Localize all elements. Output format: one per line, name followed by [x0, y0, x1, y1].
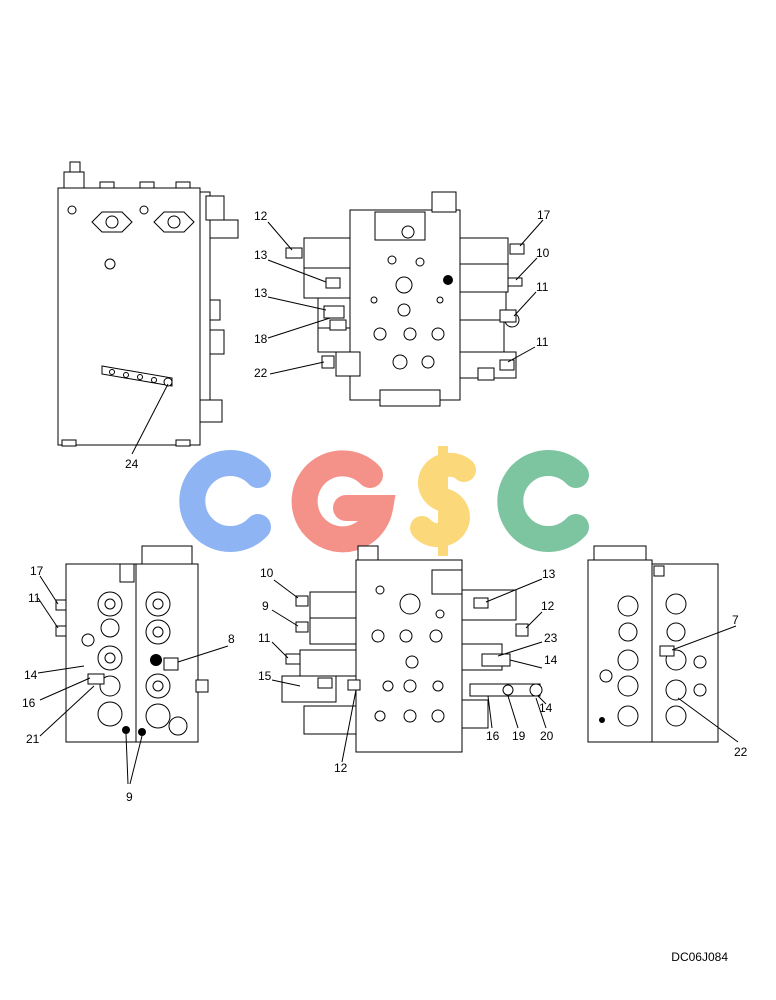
callout-19: 19	[512, 729, 526, 743]
callout-10: 10	[260, 566, 274, 580]
callout-20: 20	[540, 729, 554, 743]
callout-9: 9	[262, 599, 269, 613]
side-view: 24	[57, 161, 239, 471]
callout-13: 13	[254, 286, 268, 300]
bottom-view: 10 9 11 15 12 13 12 23 14 14 16 19 20	[258, 545, 558, 775]
callout-18: 18	[254, 332, 268, 346]
callout-22: 22	[734, 745, 748, 759]
callout-10: 10	[536, 246, 550, 260]
callout-22: 22	[254, 366, 268, 380]
callout-8: 8	[228, 632, 235, 646]
right-view: 7 22	[587, 545, 748, 759]
callout-12: 12	[334, 761, 348, 775]
callout-14: 14	[539, 701, 553, 715]
callout-13: 13	[542, 567, 556, 581]
callout-11: 11	[258, 631, 271, 645]
callout-24: 24	[125, 457, 139, 471]
callout-7: 7	[732, 613, 739, 627]
top-view: 12 13 13 18 22 17 10 11 11	[254, 191, 551, 407]
callout-16: 16	[486, 729, 500, 743]
watermark-letter-c	[497, 450, 589, 552]
callout-17: 17	[30, 564, 44, 578]
callout-15: 15	[258, 669, 272, 683]
callout-17: 17	[537, 208, 551, 222]
watermark-letter-c	[179, 450, 271, 552]
callout-13: 13	[254, 248, 268, 262]
callout-9: 9	[126, 790, 133, 804]
watermark	[179, 446, 589, 556]
callout-12: 12	[254, 209, 268, 223]
watermark-letter-g	[291, 450, 396, 553]
callout-23: 23	[544, 631, 558, 645]
callout-21: 21	[26, 732, 40, 746]
callout-16: 16	[22, 696, 36, 710]
callout-11: 11	[28, 591, 41, 605]
callout-14: 14	[544, 653, 558, 667]
callout-11: 11	[536, 335, 549, 349]
callout-14: 14	[24, 668, 38, 682]
drawing-code: DC06J084	[671, 950, 728, 964]
left-view: 17 11 14 16 21 8 9	[22, 545, 235, 804]
callout-11: 11	[536, 280, 549, 294]
callout-12: 12	[541, 599, 555, 613]
